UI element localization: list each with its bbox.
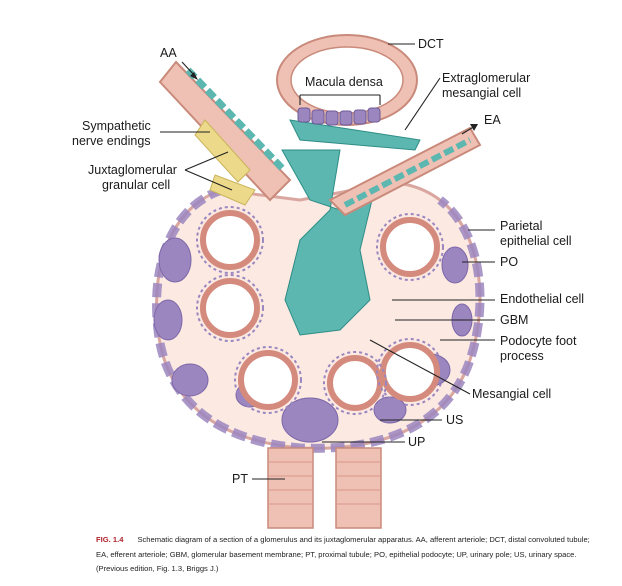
label-ea: EA bbox=[484, 113, 501, 127]
label-us: US bbox=[446, 413, 463, 427]
label-dct: DCT bbox=[418, 37, 444, 51]
label-po: PO bbox=[500, 255, 518, 269]
capillary-loops bbox=[200, 210, 440, 411]
label-mesangial: Mesangial cell bbox=[472, 387, 551, 401]
distal-convoluted-tubule bbox=[276, 34, 418, 126]
label-parietal-2: epithelial cell bbox=[500, 234, 572, 248]
proximal-tubule-stripes bbox=[268, 461, 381, 505]
macula-densa-cells bbox=[297, 107, 381, 126]
label-podocyte-1: Podocyte foot bbox=[500, 334, 577, 348]
label-up: UP bbox=[408, 435, 425, 449]
label-parietal-1: Parietal bbox=[500, 219, 542, 233]
mesangium bbox=[281, 119, 421, 336]
label-aa: AA bbox=[160, 46, 177, 60]
label-sympathetic-1: Sympathetic bbox=[82, 119, 151, 133]
caption-text: Schematic diagram of a section of a glom… bbox=[96, 535, 590, 573]
label-macula-densa: Macula densa bbox=[305, 75, 383, 89]
label-gbm: GBM bbox=[500, 313, 528, 327]
label-pt: PT bbox=[232, 472, 248, 486]
efferent-arteriole bbox=[328, 126, 482, 217]
juxtaglomerular-granular-cells bbox=[194, 119, 256, 206]
label-sympathetic-2: nerve endings bbox=[72, 134, 151, 148]
afferent-arteriole bbox=[158, 60, 292, 202]
label-extraglomerular-1: Extraglomerular bbox=[442, 71, 530, 85]
label-endothelial: Endothelial cell bbox=[500, 292, 584, 306]
proximal-tubule bbox=[267, 447, 382, 529]
figure-number: FIG. 1.4 bbox=[96, 535, 124, 544]
leader-lines bbox=[160, 43, 495, 480]
label-podocyte-2: process bbox=[500, 349, 544, 363]
label-juxta-2: granular cell bbox=[102, 178, 170, 192]
label-juxta-1: Juxtaglomerular bbox=[88, 163, 177, 177]
capillary-membrane-dashes bbox=[196, 206, 444, 415]
label-extraglomerular-2: mesangial cell bbox=[442, 86, 521, 100]
